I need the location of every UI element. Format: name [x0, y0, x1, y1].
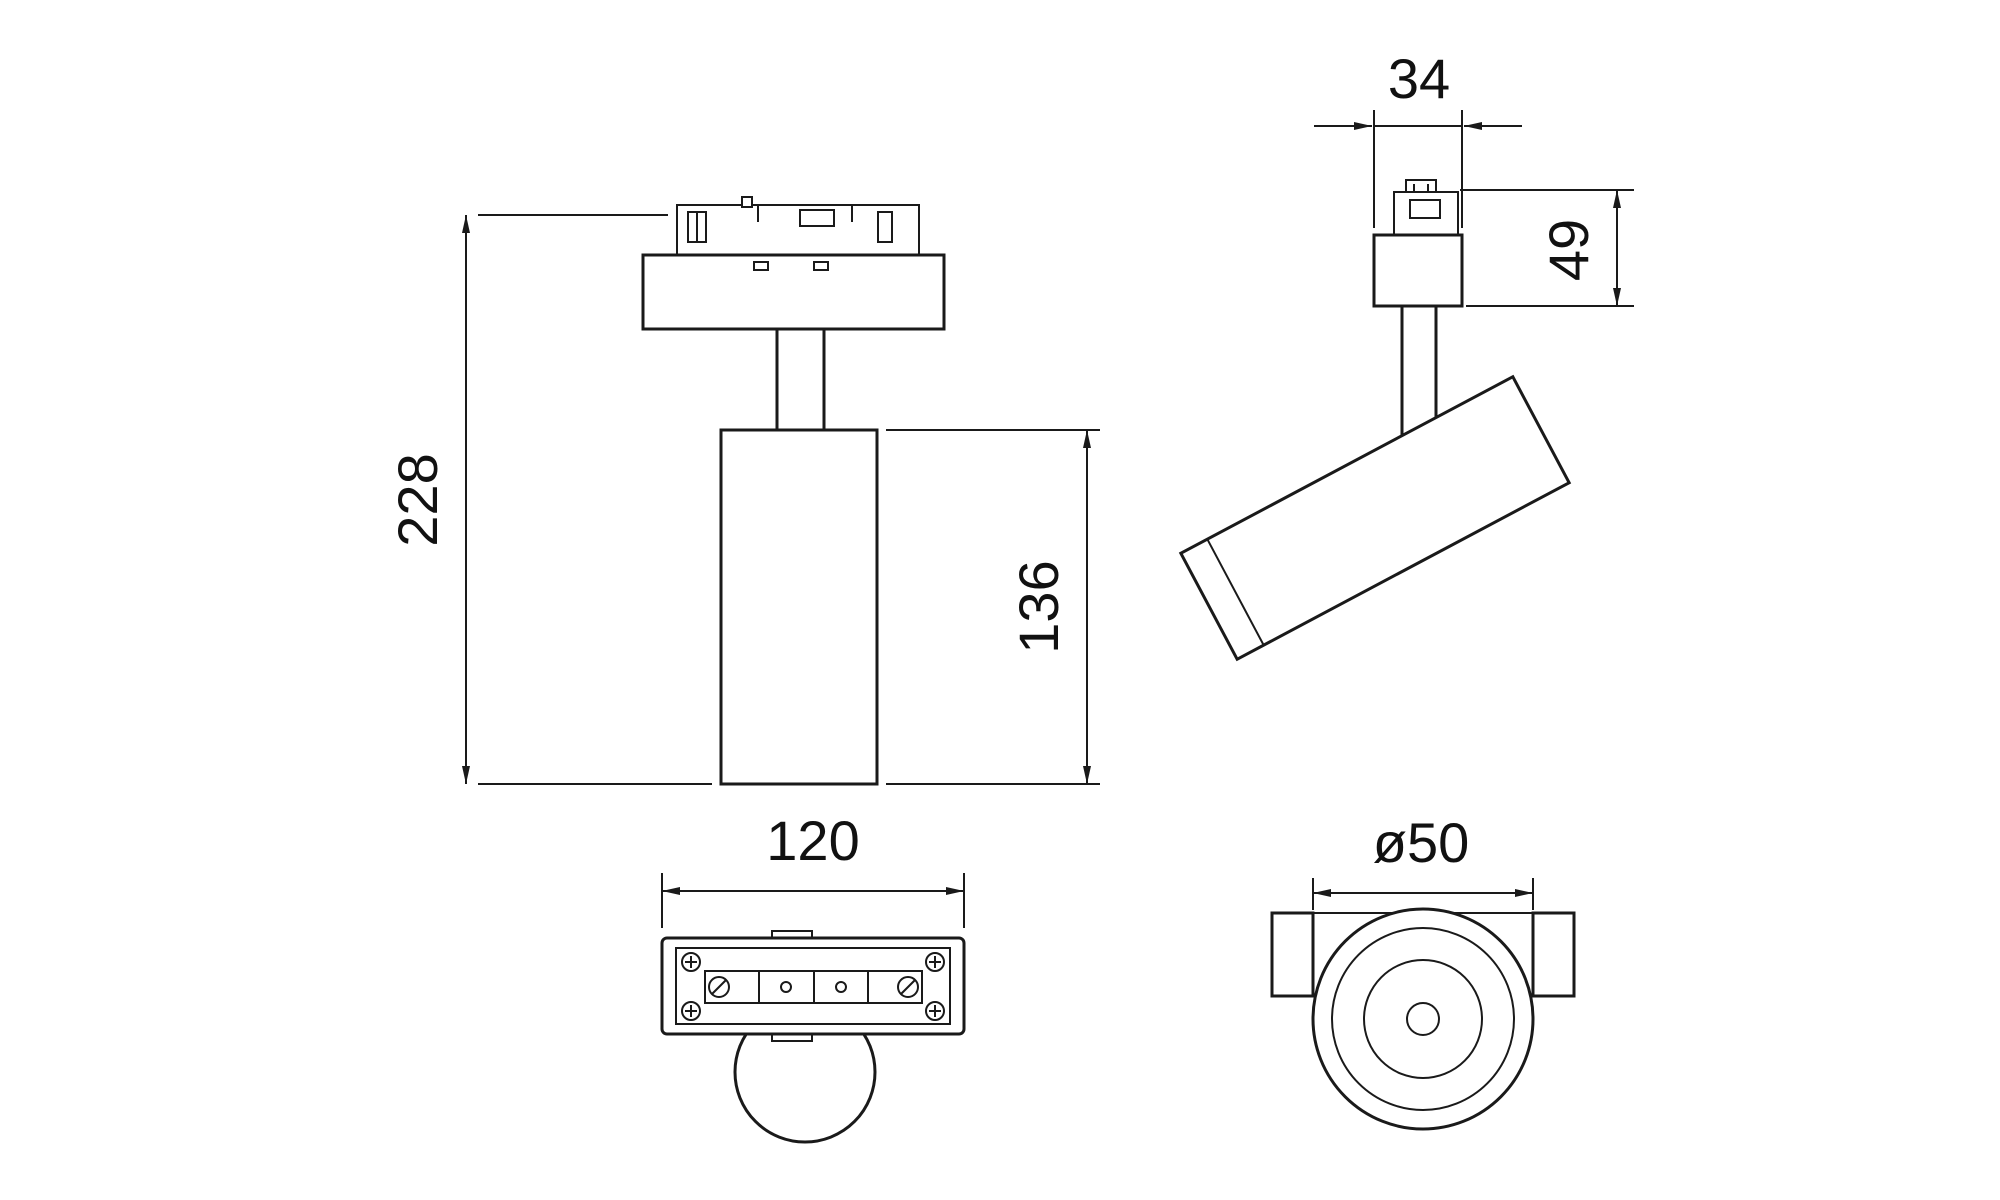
plate-top-tab	[771, 930, 813, 939]
front-view-stem	[775, 327, 826, 432]
dimension-head-diameter: ø50	[1312, 811, 1534, 910]
face-view: ø50	[1270, 811, 1576, 1131]
front-view-adapter-body	[641, 253, 946, 331]
face-view-bezel-ring	[1331, 927, 1515, 1111]
dimension-connector-width: 34	[1314, 47, 1522, 228]
terminal-strip	[704, 970, 923, 1004]
face-view-right-tab	[1531, 911, 1576, 998]
dimension-body-height: 136	[886, 429, 1100, 785]
dimension-base-width: 120	[661, 809, 965, 928]
dimension-adapter-height: 49	[1460, 189, 1634, 307]
screw-icon	[681, 1001, 701, 1021]
face-view-led-center	[1406, 1002, 1440, 1036]
bottom-view: 120	[660, 809, 966, 1144]
screw-icon	[925, 1001, 945, 1021]
adapter-tab-left	[753, 261, 769, 271]
adapter-tab-right	[813, 261, 829, 271]
terminal-screw-icon	[897, 976, 919, 998]
terminal-screw-icon	[708, 976, 730, 998]
connector-pin-right	[877, 211, 893, 243]
front-view: 228 136	[386, 196, 1100, 786]
side-view: 34 49	[1178, 47, 1634, 662]
plate-corner-screws	[681, 952, 945, 1021]
terminal-screw-slot	[711, 979, 727, 995]
connector-block	[1393, 191, 1459, 236]
plate-bottom-tab	[771, 1033, 813, 1042]
face-view-reflector-ring	[1363, 959, 1483, 1079]
dim-label-base-width: 120	[766, 809, 859, 872]
side-view-track-connector	[1393, 179, 1459, 236]
dim-label-body-height: 136	[1007, 560, 1070, 653]
screw-icon	[925, 952, 945, 972]
side-view-adapter-body	[1372, 233, 1464, 308]
face-view-outer-ring	[1311, 907, 1535, 1131]
terminal-screw-slot	[900, 979, 916, 995]
terminal-hole	[835, 981, 847, 993]
screw-icon	[681, 952, 701, 972]
face-view-left-tab	[1270, 911, 1315, 998]
dim-label-connector-width: 34	[1388, 47, 1450, 110]
front-view-cylinder-body	[719, 428, 879, 786]
connector-inner-detail	[1409, 199, 1441, 219]
dim-label-adapter-height: 49	[1537, 219, 1600, 281]
dim-label-overall-height: 228	[386, 453, 449, 546]
terminal-hole	[780, 981, 792, 993]
dimension-overall-height: 228	[386, 214, 712, 785]
cylinder-rim-line	[1206, 538, 1265, 646]
cylinder-outline	[1178, 374, 1572, 662]
dim-label-head-diameter: ø50	[1373, 811, 1470, 874]
connector-contact-block	[799, 209, 835, 227]
front-view-track-connector	[676, 196, 920, 256]
side-view-cylinder-body	[1178, 374, 1572, 662]
plate-inner-outline	[675, 947, 951, 1025]
connector-pin-small	[741, 196, 753, 208]
